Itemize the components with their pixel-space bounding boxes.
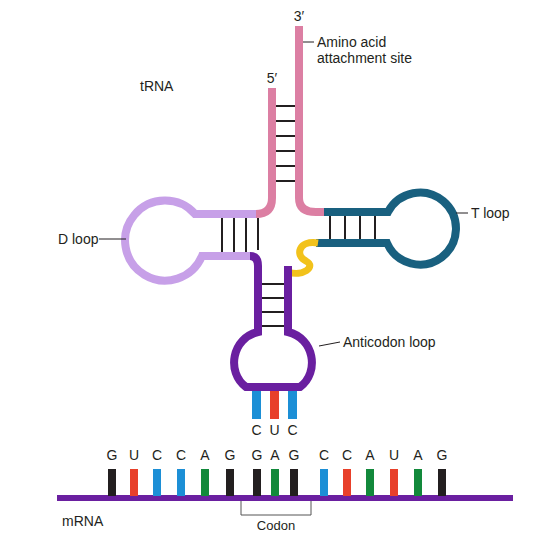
codon-base-letter: G	[289, 447, 300, 463]
strand-label: mRNA	[62, 513, 103, 529]
anticodon-bases	[252, 391, 297, 419]
anticodon-arm	[234, 256, 312, 387]
codon-base-letter: A	[270, 447, 279, 463]
t-arm	[316, 193, 456, 265]
codon-base-letter: C	[152, 447, 162, 463]
bracket-label: Codon	[257, 518, 295, 534]
callout-label: T loop	[471, 205, 510, 221]
codon-base-letter: G	[225, 447, 236, 463]
d-arm	[125, 201, 256, 281]
end-label: 5′	[267, 70, 277, 86]
codon-base-letter: U	[389, 447, 399, 463]
trna-strands	[125, 26, 456, 387]
acceptor-5-strand	[256, 88, 272, 214]
codon-base-letter: C	[176, 447, 186, 463]
variable-loop	[288, 243, 318, 274]
codon-base-letter: G	[252, 447, 263, 463]
title-label: tRNA	[140, 78, 173, 94]
codon-base-letter: A	[365, 447, 374, 463]
codon-base-letter: A	[200, 447, 209, 463]
codon-base-letter: A	[413, 447, 422, 463]
codon-base-letter: C	[319, 447, 329, 463]
leader-lines	[99, 42, 468, 346]
codon-base-letter: C	[342, 447, 352, 463]
anticodon-base-letter: C	[251, 422, 261, 438]
anticodon-base-letter: C	[287, 422, 297, 438]
end-label: 3′	[294, 8, 304, 24]
anticodon-base-letter: U	[269, 422, 279, 438]
callout-label: Amino acid attachment site	[317, 34, 429, 66]
codon-base-letter: G	[437, 447, 448, 463]
mrna-bases	[108, 469, 446, 496]
codon-base-letter: U	[129, 447, 139, 463]
codon-base-letter: G	[107, 447, 118, 463]
callout-label: Anticodon loop	[343, 334, 436, 350]
codon-bracket	[241, 501, 311, 515]
callout-label: D loop	[58, 231, 98, 247]
